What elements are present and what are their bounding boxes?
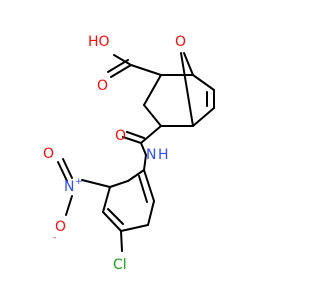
bond	[183, 52, 194, 76]
bonds	[57, 52, 215, 252]
bond	[143, 169, 155, 202]
nitro-plus-charge: +	[75, 177, 83, 187]
bond	[130, 64, 162, 76]
bond	[81, 179, 111, 188]
bond	[107, 208, 124, 225]
bond	[102, 211, 122, 232]
bond	[143, 154, 147, 171]
bond	[140, 125, 162, 144]
nitro-nitrogen-label: N	[64, 179, 74, 195]
bond	[192, 74, 215, 91]
nitro-oxygen-top-label: O	[43, 146, 54, 162]
amide-nitrogen-label: N	[146, 147, 156, 163]
bond	[138, 175, 148, 203]
bond	[109, 180, 129, 188]
bond	[147, 200, 155, 226]
acid-hydroxyl-label: HO	[88, 34, 110, 50]
bond	[120, 224, 149, 232]
bond	[180, 52, 194, 127]
bond	[127, 169, 145, 182]
bond	[107, 59, 129, 73]
bond	[65, 195, 73, 216]
bond	[192, 107, 215, 127]
bond	[62, 158, 73, 179]
bond	[120, 230, 123, 252]
bridge-oxygen-label: O	[175, 34, 186, 50]
bond	[57, 161, 68, 182]
bond	[110, 64, 132, 78]
nitro-minus-charge: -	[53, 233, 56, 243]
bond	[122, 136, 142, 144]
chlorine-label: Cl	[113, 257, 127, 273]
bond	[126, 131, 145, 139]
amide-oxygen-label: O	[115, 128, 126, 144]
bond	[143, 104, 162, 127]
amide-hydrogen-label: H	[158, 147, 169, 163]
bond	[140, 142, 147, 156]
bond	[113, 54, 132, 66]
atom-labels: O HO O O N H N + O O - Cl	[43, 34, 186, 273]
nitro-oxygen-minus-label: O	[55, 219, 66, 235]
molecule-structure: O HO O O N H N + O O - Cl	[43, 34, 215, 273]
acid-oxygen-label: O	[97, 78, 108, 94]
bond	[143, 74, 162, 106]
bond	[102, 186, 111, 213]
